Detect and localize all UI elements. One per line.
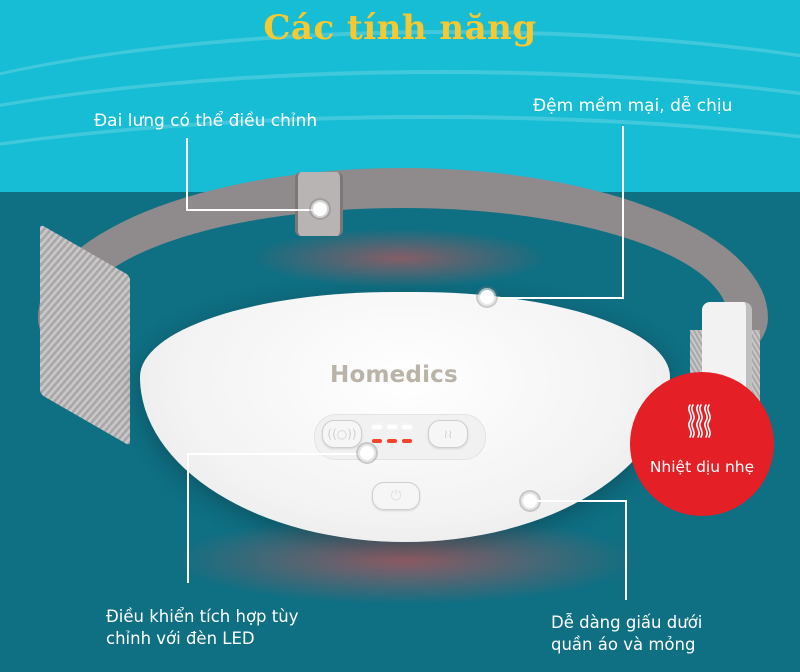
callout-controls-line1: Điều khiển tích hợp tùy: [106, 607, 299, 626]
led-white-3: [402, 425, 412, 429]
decorative-arc: [0, 115, 800, 192]
callout-adjustable-belt: Đai lưng có thể điều chỉnh: [94, 111, 318, 131]
callout-line: [490, 297, 624, 299]
callout-line: [622, 126, 624, 298]
callout-dot: [523, 494, 537, 508]
power-button[interactable]: ⏻: [372, 482, 420, 510]
brand-logo: Homedics: [330, 362, 458, 388]
decorative-arc: [0, 70, 800, 192]
badge-label: Nhiệt dịu nhẹ: [649, 458, 755, 476]
callout-dot: [313, 202, 327, 216]
vibration-mode-button[interactable]: ((○)): [322, 420, 362, 448]
callout-line: [186, 209, 316, 211]
heat-icon: ≀≀: [443, 427, 453, 441]
power-icon: ⏻: [390, 488, 402, 504]
callout-hidden-line1: Dễ dàng giấu dưới: [551, 613, 703, 632]
decorative-arc: [0, 30, 800, 192]
callout-soft-padding: Đệm mềm mại, dễ chịu: [533, 96, 733, 116]
callout-line: [187, 453, 363, 455]
led-red-1: [372, 439, 382, 443]
led-red-2: [387, 439, 397, 443]
callout-line: [535, 500, 627, 502]
vibration-icon: ((○)): [327, 427, 357, 441]
callout-line: [187, 453, 189, 583]
callout-hidden-line2: quần áo và mỏng: [551, 635, 696, 654]
gentle-heat-badge: [630, 372, 774, 516]
top-background-band: [0, 0, 800, 192]
heat-waves-icon: [688, 404, 711, 438]
callout-controls-line2: chỉnh với đèn LED: [106, 629, 255, 648]
callout-dot: [480, 290, 494, 304]
callout-line: [186, 138, 188, 210]
callout-line: [625, 500, 627, 600]
callout-dot: [360, 446, 374, 460]
heat-mode-button[interactable]: ≀≀: [428, 420, 468, 448]
page-title: Các tính năng: [263, 8, 537, 48]
led-red-3: [402, 439, 412, 443]
led-white-2: [387, 425, 397, 429]
led-white-1: [372, 425, 382, 429]
